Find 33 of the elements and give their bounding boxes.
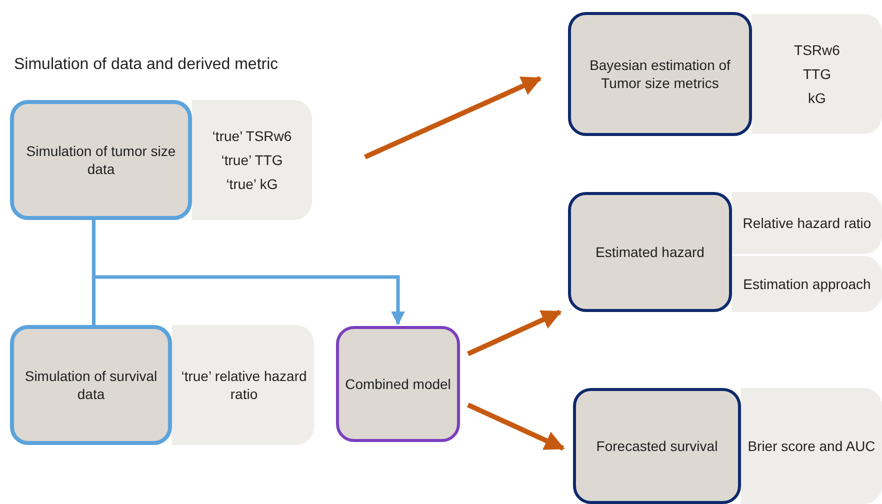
note-text: Brier score and AUC <box>748 436 876 456</box>
note-text: TTG <box>803 64 831 84</box>
note-panel <box>741 388 882 504</box>
box-label: Forecasted survival <box>596 436 718 456</box>
process-box <box>573 388 741 504</box>
box-label: Estimated hazard <box>596 242 704 262</box>
process-box <box>10 325 172 445</box>
note-text: kG <box>808 89 826 108</box>
note-text: TSRw6 <box>794 40 840 59</box>
note-text: ‘true’ kG <box>226 175 278 194</box>
arrow <box>364 76 542 160</box>
note-text: ‘true’ relative hazard ratio <box>180 366 308 404</box>
box-label: Combined model <box>345 374 451 394</box>
arrow <box>466 402 565 451</box>
process-box <box>568 192 732 312</box>
box-label: Bayesian estimation of Tumor size metrics <box>588 56 732 92</box>
process-box <box>10 100 192 220</box>
note-text: Estimation approach <box>743 274 871 294</box>
box-label: Simulation of survival data <box>24 366 158 404</box>
box-label: Simulation of tumor size data <box>25 142 177 178</box>
note-text: Relative hazard ratio <box>742 214 872 232</box>
process-box <box>568 12 752 136</box>
note-panel <box>172 325 314 445</box>
diagram-title: Simulation of data and derived metric <box>14 56 278 74</box>
arrow <box>92 220 405 326</box>
note-text: ‘true’ TSRw6 <box>212 126 292 145</box>
note-panel <box>732 256 882 312</box>
process-box <box>336 326 460 442</box>
note-text: ‘true’ TTG <box>221 150 283 170</box>
note-panel <box>192 100 312 220</box>
note-panel <box>732 192 882 254</box>
note-panel <box>752 14 882 134</box>
arrow <box>466 310 562 356</box>
